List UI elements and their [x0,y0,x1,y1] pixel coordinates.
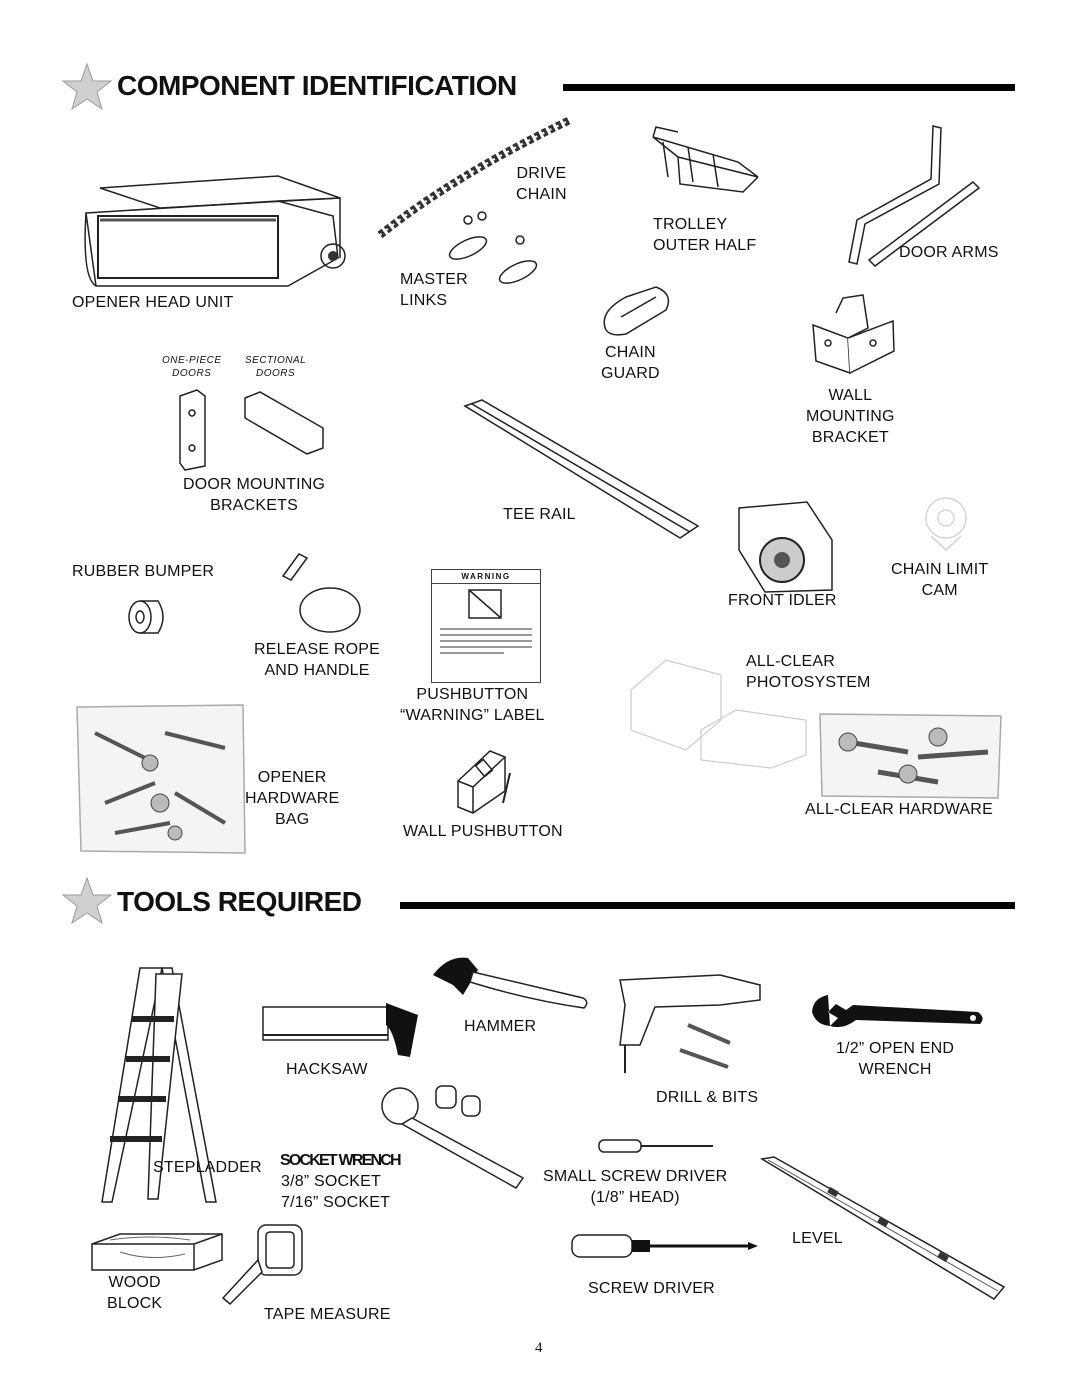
tee-rail-image [463,399,700,539]
label-stepladder: STEPLADDER [153,1159,262,1176]
hammer-image [433,957,588,1009]
wall-pushbutton-image [457,750,511,814]
label-drill-and-bits: DRILL & BITS [656,1089,759,1106]
star-icon [61,876,113,925]
label-drive-chain: DRIVE CHAIN [516,165,567,203]
label-socket-wrench: SOCKET WRENCH [280,1152,402,1169]
label-chain-limit-cam: CHAIN LIMIT CAM [891,561,989,599]
master-links-image [448,211,538,284]
warning-label-title: WARNING [432,570,540,584]
warning-label-image: WARNING [431,569,541,683]
label-all-clear-hardware: ALL-CLEAR HARDWARE [805,801,993,818]
tape-measure-image [221,1224,303,1306]
front-idler-image [738,501,833,593]
label-door-mounting-brackets: DOOR MOUNTING BRACKETS [183,476,326,514]
opener-head-unit-image [84,175,346,287]
label-trolley-outer-half: TROLLEY OUTER HALF [653,216,757,254]
socket-wrench-image [381,1085,525,1189]
label-chain-guard: CHAIN GUARD [601,344,660,382]
label-tee-rail: TEE RAIL [503,506,576,523]
drill-image [619,974,761,1073]
wall-mounting-bracket-image [812,294,895,375]
page-number: 4 [535,1340,543,1356]
label-hammer: HAMMER [464,1018,537,1035]
hacksaw-image [262,1003,418,1057]
label-screw-driver: SCREW DRIVER [588,1280,715,1297]
heading-rule [563,84,1015,91]
wood-block-image [91,1233,223,1271]
heading-rule [400,902,1015,909]
label-level: LEVEL [792,1230,843,1247]
label-hacksaw: HACKSAW [286,1061,368,1078]
section-heading-components: COMPONENT IDENTIFICATION [117,70,517,101]
label-front-idler: FRONT IDLER [728,592,837,609]
warning-symbol-icon [468,589,502,619]
door-arms-image [848,125,981,267]
label-wood-block: WOOD BLOCK [107,1274,163,1312]
label-open-end-wrench: 1/2” OPEN END WRENCH [836,1040,955,1078]
label-rubber-bumper: RUBBER BUMPER [72,563,215,580]
label-opener-head-unit: OPENER HEAD UNIT [72,294,234,311]
label-wall-mounting-bracket: WALL MOUNTING BRACKET [806,387,895,446]
open-end-wrench-image [812,995,983,1028]
label-one-piece-doors: ONE-PIECE DOORS [162,355,222,379]
screwdriver-image [571,1234,758,1258]
all-clear-photosystem-image [630,659,807,769]
release-rope-image [281,553,361,633]
stepladder-image [101,967,217,1203]
chain-guard-image [603,286,670,336]
label-small-screw-driver: SMALL SCREW DRIVER (1/8” HEAD) [543,1168,728,1206]
label-tape-measure: TAPE MEASURE [264,1306,391,1323]
label-pushbutton-warning: PUSHBUTTON “WARNING” LABEL [400,686,545,724]
chain-limit-cam-image [925,497,967,551]
label-release-rope-and-handle: RELEASE ROPE AND HANDLE [254,641,381,679]
star-icon [61,62,113,111]
label-master-links: MASTER LINKS [400,271,468,309]
label-opener-hardware-bag: OPENER HARDWARE BAG [245,769,340,828]
label-wall-pushbutton: WALL PUSHBUTTON [403,823,563,840]
label-sectional-doors: SECTIONAL DOORS [245,355,307,379]
level-image [759,1156,1006,1300]
door-mounting-brackets-image [179,389,324,471]
small-screwdriver-image [598,1139,713,1153]
label-sockets: 3/8” SOCKET 7/16” SOCKET [281,1173,391,1211]
opener-hardware-bag-image [76,704,246,854]
section-heading-tools: TOOLS REQUIRED [117,886,362,917]
all-clear-hardware-image [819,713,1002,799]
trolley-image [652,126,759,193]
label-all-clear-photosystem: ALL-CLEAR PHOTOSYSTEM [746,653,871,691]
rubber-bumper-image [128,600,164,634]
label-door-arms: DOOR ARMS [899,244,999,261]
